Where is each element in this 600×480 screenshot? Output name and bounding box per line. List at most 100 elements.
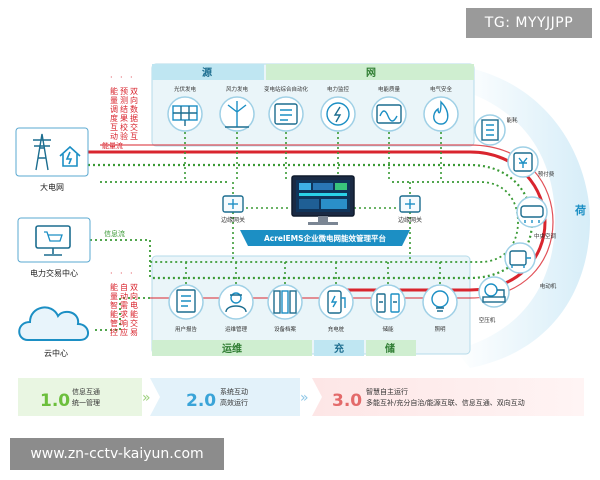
bottom-item-label: 充电桩 bbox=[328, 325, 345, 333]
bottom-item-circle bbox=[422, 284, 458, 320]
prepaid-icon bbox=[513, 152, 533, 172]
top-panel: 源 网 bbox=[151, 63, 475, 147]
bottom-item-label: 储能 bbox=[382, 325, 394, 333]
platform-banner: AcrelEMS企业微电网能效管理平台 bbox=[240, 230, 410, 246]
info-flow-line-2 bbox=[100, 181, 519, 263]
gateway-left-label: 边缘网关 bbox=[221, 216, 245, 224]
vertical-note-char: 应 bbox=[120, 327, 128, 337]
load-item-circle bbox=[478, 276, 510, 308]
bottom-item-label: 设备档案 bbox=[274, 325, 297, 333]
load-item: 空压机 bbox=[478, 276, 510, 324]
charger-icon bbox=[327, 290, 346, 314]
grid-node: 大电网 bbox=[15, 127, 89, 192]
ops-storage-item: 照明 bbox=[422, 284, 458, 333]
trade-center-node: 电力交易中心 bbox=[17, 217, 91, 278]
vertical-note-char: 智 bbox=[110, 300, 118, 310]
vertical-note-char: 需 bbox=[120, 301, 128, 310]
stage-number: 1.0 bbox=[40, 391, 70, 411]
gateway-left: 边缘网关 bbox=[221, 195, 245, 224]
load-item: 电动机 bbox=[504, 242, 557, 290]
vertical-note-char: 管 bbox=[110, 318, 118, 328]
source-grid-item: 变电站综合自动化 bbox=[264, 85, 309, 132]
source-grid-item: 电力监控 bbox=[320, 85, 356, 132]
report-icon bbox=[176, 289, 196, 313]
air-conditioner-icon bbox=[520, 205, 544, 223]
top-item-label: 电能质量 bbox=[378, 85, 401, 93]
gateway-right-label: 边缘网关 bbox=[398, 216, 422, 224]
vertical-note-char: 测 bbox=[120, 96, 128, 105]
vertical-note-char: 动 bbox=[110, 131, 118, 141]
archive-icon bbox=[273, 290, 297, 314]
ops-storage-item: 设备档案 bbox=[267, 284, 303, 333]
cloud-node-label: 云中心 bbox=[44, 348, 68, 358]
vertical-note-char: 向 bbox=[130, 95, 138, 105]
top-item-label: 风力发电 bbox=[226, 85, 249, 93]
vertical-note-char: 能 bbox=[110, 309, 118, 319]
vertical-note-char: 果 bbox=[120, 114, 128, 123]
vertical-note-char: 结 bbox=[120, 104, 128, 114]
storage-section-label: 储 bbox=[384, 342, 395, 355]
info-flow-label: 信息流 bbox=[104, 229, 125, 238]
bottom-item-circle bbox=[218, 284, 254, 320]
bottom-panel: 运维 充 储 bbox=[151, 255, 471, 356]
svg-text:·: · bbox=[130, 269, 133, 278]
source-grid-item: 电能质量 bbox=[371, 85, 407, 132]
vertical-note-char: 能 bbox=[110, 282, 118, 292]
load-item-label: 电动机 bbox=[540, 282, 557, 290]
vertical-note-char: 动 bbox=[120, 291, 128, 301]
vertical-note-char: 验 bbox=[120, 131, 128, 141]
vertical-note-char: 校 bbox=[120, 122, 128, 132]
vertical-note-char: 量 bbox=[110, 96, 118, 105]
motor-icon bbox=[509, 250, 531, 268]
wind-turbine-icon bbox=[225, 101, 249, 128]
top-item-label: 变电站综合自动化 bbox=[264, 85, 309, 93]
source-section-label: 源 bbox=[202, 66, 212, 79]
gateway-right: 边缘网关 bbox=[398, 195, 422, 224]
vertical-note-char: 易 bbox=[130, 328, 138, 337]
svg-text:·: · bbox=[110, 269, 113, 278]
top-item-label: 电气安全 bbox=[430, 85, 453, 93]
svg-text:·: · bbox=[120, 73, 123, 82]
energy-flow-label: 能量流 bbox=[102, 141, 123, 150]
vertical-note-char: 响 bbox=[120, 318, 128, 328]
vertical-note-char: 互 bbox=[130, 132, 138, 141]
gateway-links bbox=[232, 182, 411, 262]
watermark: www.zn-cctv-kaiyun.com bbox=[10, 438, 224, 470]
engineer-icon bbox=[225, 292, 247, 313]
bottom-item-circle bbox=[370, 284, 406, 320]
load-item-label: 中央空调 bbox=[534, 232, 557, 240]
stage-text: 信息互通 bbox=[72, 387, 100, 396]
ops-storage-item: 运维管理 bbox=[218, 284, 254, 333]
substation-icon bbox=[274, 103, 298, 125]
vertical-note-char: 控 bbox=[110, 327, 118, 337]
vertical-note-char: 互 bbox=[110, 123, 118, 132]
vertical-note-char: 预 bbox=[120, 86, 128, 96]
vertical-note-char: 能 bbox=[130, 309, 138, 319]
load-arc-band bbox=[455, 68, 590, 368]
top-item-label: 光伏发电 bbox=[174, 85, 197, 93]
top-item-label: 电力监控 bbox=[327, 85, 350, 93]
stage-text: 多能互补/充分自治/能源互联、信息互通、双向互动 bbox=[366, 398, 525, 407]
vertical-note-char: 电 bbox=[130, 300, 138, 310]
stage-number: 2.0 bbox=[186, 391, 216, 411]
vertical-note-char: 数 bbox=[130, 104, 138, 114]
bottom-item-circle bbox=[267, 284, 303, 320]
ops-storage-item: 储能 bbox=[370, 284, 406, 333]
stage-text: 统一管理 bbox=[72, 398, 100, 407]
stage-text: 高效运行 bbox=[220, 398, 248, 407]
vertical-note-char: 双 bbox=[130, 87, 138, 96]
load-item: 预付费 bbox=[507, 146, 555, 178]
trade-center-label: 电力交易中心 bbox=[30, 268, 78, 278]
cloud-node: 云中心 bbox=[18, 306, 89, 358]
building-icon bbox=[481, 119, 499, 141]
solar-panel-icon bbox=[172, 105, 198, 126]
load-section-label: 荷 bbox=[574, 203, 586, 217]
platform-monitor bbox=[291, 175, 355, 225]
power-monitor-icon bbox=[326, 102, 350, 126]
compressor-icon bbox=[482, 283, 506, 303]
power-tower-icon bbox=[33, 133, 51, 171]
svg-text:·: · bbox=[130, 73, 133, 82]
source-grid-item: 电气安全 bbox=[423, 85, 459, 132]
load-item-label: 预付费 bbox=[538, 170, 555, 178]
top-item-circle bbox=[423, 96, 459, 132]
